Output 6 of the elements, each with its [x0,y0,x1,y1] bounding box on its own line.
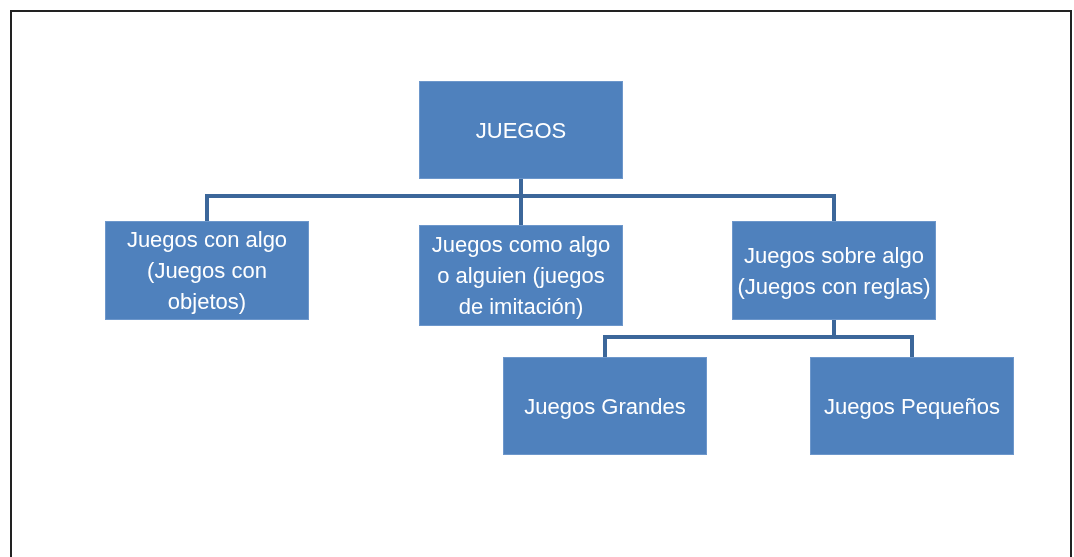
category-box: Juegos con algo (Juegos con objetos) [105,221,309,320]
category-box: Juegos sobre algo (Juegos con reglas) [732,221,936,320]
category-box: Juegos como algo o alguien (juegos de imitación) [419,225,623,326]
category-box: Juegos Grandes [503,357,707,455]
category-box: Juegos Pequeños [810,357,1014,455]
category-box: JUEGOS [419,81,623,179]
